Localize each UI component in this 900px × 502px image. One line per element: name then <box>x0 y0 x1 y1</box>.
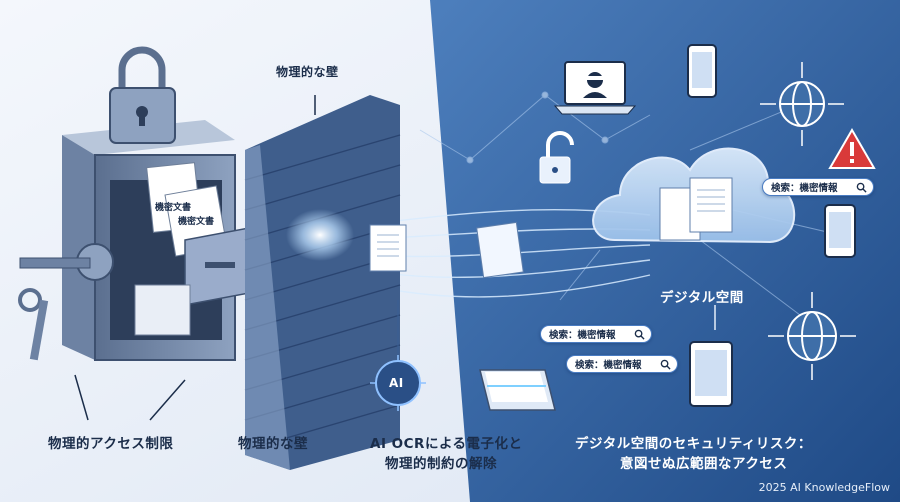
ai-chip-label: AI <box>389 376 404 390</box>
label-risk-line2: 意図せぬ広範囲なアクセス <box>620 456 788 472</box>
tablet-icon <box>689 341 733 407</box>
credit-text: 2025 AI KnowledgeFlow <box>758 481 890 494</box>
search-box-2: 検索：機密情報 <box>540 325 652 343</box>
label-ai-ocr-line2: 物理的制約の解除 <box>385 456 497 472</box>
warning-icon <box>828 128 876 169</box>
label-access-limit: 物理的アクセス制限 <box>48 436 174 452</box>
safe-icon <box>62 120 266 361</box>
padlock-icon <box>109 46 176 144</box>
pointer-arrows <box>74 95 316 421</box>
brick-wall-icon <box>244 95 401 470</box>
search-box-text: 検索：機密情報 <box>549 330 616 341</box>
cloud-icon <box>592 147 796 330</box>
key-icon <box>18 243 114 361</box>
right-background <box>430 0 900 502</box>
search-box-1: 検索：機密情報 <box>762 178 874 196</box>
search-box-text: 検索：機密情報 <box>771 183 838 194</box>
ai-chip-icon <box>370 300 426 411</box>
label-ai-ocr-line1: AI OCRによる電子化と <box>370 436 523 452</box>
globe-arrows <box>760 62 856 380</box>
label-digital-space: デジタル空間 <box>660 290 744 306</box>
document-label-b: 機密文書 <box>178 217 215 227</box>
unlocked-padlock-icon <box>539 131 574 184</box>
laptop-hacker-icon <box>553 61 637 115</box>
label-physical-wall-top: 物理的な壁 <box>276 65 339 79</box>
search-icon <box>856 182 867 193</box>
search-box-3: 検索：機密情報 <box>566 355 678 373</box>
search-icon <box>634 329 645 340</box>
document-icon <box>369 221 524 279</box>
globe-icon <box>779 81 837 361</box>
search-icon <box>660 359 671 370</box>
label-risk-line1: デジタル空間のセキュリティリスク： <box>575 436 812 452</box>
scanner-icon <box>479 369 556 411</box>
label-physical-wall-bottom: 物理的な壁 <box>238 436 308 452</box>
smartphone-icon <box>687 44 856 258</box>
document-label-a: 機密文書 <box>155 203 192 213</box>
search-box-text: 検索：機密情報 <box>575 360 642 371</box>
